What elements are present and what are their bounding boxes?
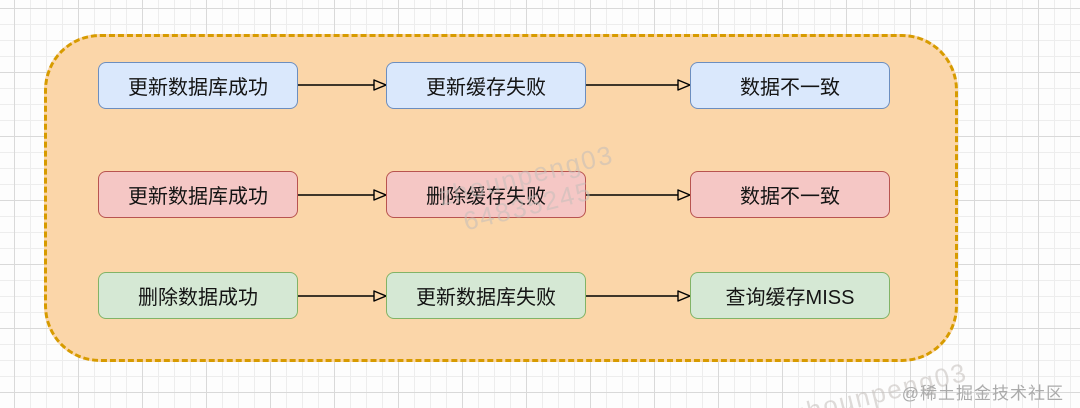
node-data-inconsistent-2: 数据不一致 xyxy=(690,171,890,218)
node-update-db-success-2: 更新数据库成功 xyxy=(98,171,298,218)
flow-arrow xyxy=(298,290,386,302)
flow-arrow xyxy=(298,79,386,91)
flow-arrow xyxy=(586,79,690,91)
flow-arrow xyxy=(586,290,690,302)
node-update-db-success: 更新数据库成功 xyxy=(98,62,298,109)
node-data-inconsistent: 数据不一致 xyxy=(690,62,890,109)
node-query-cache-miss: 查询缓存MISS xyxy=(690,272,890,319)
flow-arrow xyxy=(586,189,690,201)
node-delete-data-success: 删除数据成功 xyxy=(98,272,298,319)
node-update-db-fail: 更新数据库失败 xyxy=(386,272,586,319)
site-watermark: @稀土掘金技术社区 xyxy=(901,384,1064,403)
node-update-cache-fail: 更新缓存失败 xyxy=(386,62,586,109)
node-delete-cache-fail: 删除缓存失败 xyxy=(386,171,586,218)
flow-arrow xyxy=(298,189,386,201)
